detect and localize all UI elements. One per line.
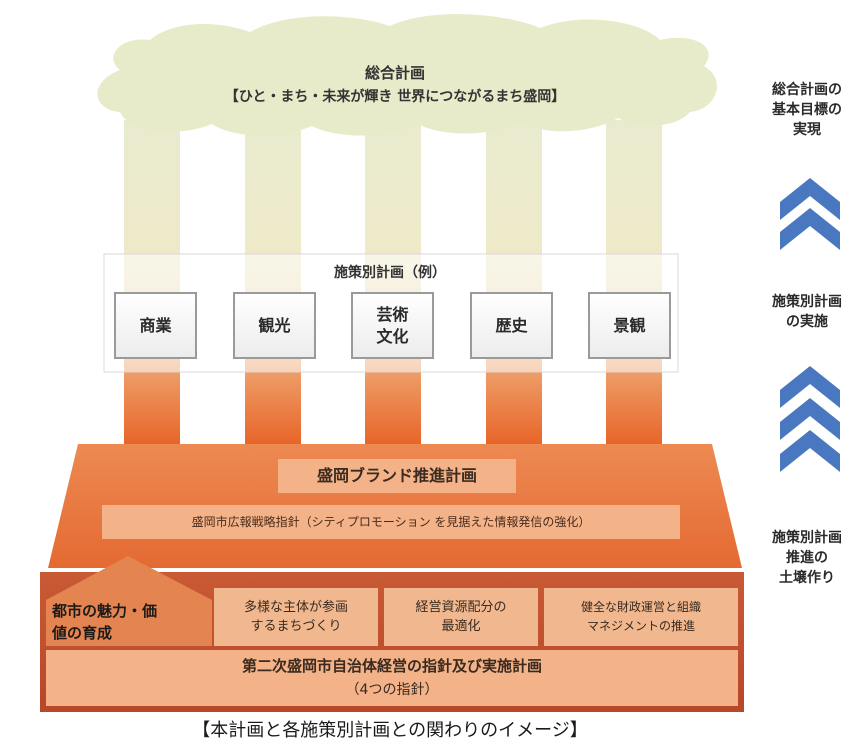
guidelines-base-band xyxy=(46,650,738,706)
measure-box-1 xyxy=(114,292,197,359)
measure-item-3: 芸術 文化 xyxy=(376,304,409,346)
measure-box-3 xyxy=(351,292,434,359)
brand-subtitle: 盛岡市広報戦略指針（シティプロモーション を見据えた情報発信の強化） xyxy=(191,515,591,529)
side-label-middle: 施策別計画 の実施 xyxy=(772,294,842,330)
figure-caption: 【本計画と各施策別計画との関わりのイメージ】 xyxy=(192,720,588,741)
cloud-shape xyxy=(97,14,717,136)
cloud-subtitle: 【ひと・まち・未来が輝き 世界につながるまち盛岡】 xyxy=(224,89,566,105)
guideline-cell-2 xyxy=(384,588,538,646)
upward-arrows-bottom xyxy=(780,366,840,472)
guideline-cell-1 xyxy=(214,588,378,646)
measure-item-5: 景観 xyxy=(613,315,646,335)
cloud-title: 総合計画 xyxy=(364,64,425,82)
measure-box-4 xyxy=(470,292,553,359)
side-label-top: 総合計画の 基本目標の 実現 xyxy=(772,82,842,138)
guideline-cell-text-1: 多様な主体が参画 するまちづくり xyxy=(243,600,348,634)
measure-box-2 xyxy=(233,292,316,359)
guideline-cell-3 xyxy=(544,588,738,646)
guidelines-base-line2: （4つの指針） xyxy=(345,682,439,698)
guidelines-base-line1: 第二次盛岡市自治体経営の指針及び実施計画 xyxy=(241,657,542,675)
measure-box-5 xyxy=(588,292,671,359)
guideline-cell-text-3: 健全な財政運営と組織 マネジメントの推進 xyxy=(580,600,701,633)
side-label-bottom: 施策別計画 推進の 土壌作り xyxy=(772,530,842,586)
guideline-cell-text-2: 経営資源配分の 最適化 xyxy=(415,600,507,634)
measure-item-2: 観光 xyxy=(258,315,291,335)
measure-item-1: 商業 xyxy=(139,315,172,335)
brand-subtitle-box xyxy=(102,505,680,539)
upward-arrows-top xyxy=(780,178,840,250)
measure-item-4: 歴史 xyxy=(495,315,528,335)
house-label: 都市の魅力・価 値の育成 xyxy=(52,602,158,642)
brand-title: 盛岡ブランド推進計画 xyxy=(316,466,477,485)
brand-title-box xyxy=(278,459,516,493)
house-shape xyxy=(46,556,212,646)
measures-label: 施策別計画（例） xyxy=(334,265,446,281)
